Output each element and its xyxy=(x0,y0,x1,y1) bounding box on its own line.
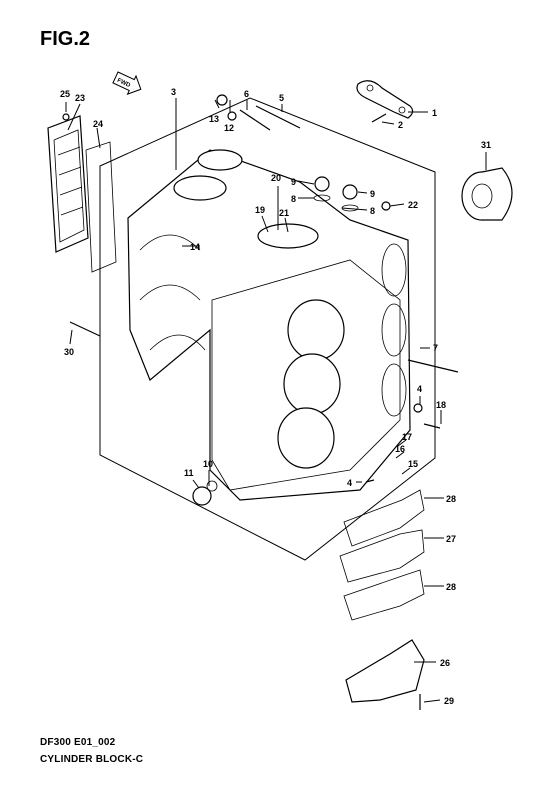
callout-20: 20 xyxy=(271,173,281,183)
callout-10: 10 xyxy=(203,459,213,469)
callout-28b: 28 xyxy=(446,582,456,592)
callout-3: 3 xyxy=(171,87,176,97)
callout-6: 6 xyxy=(244,89,249,99)
callout-1: 1 xyxy=(432,108,437,118)
model-code: DF300 E01_002 xyxy=(40,737,116,748)
cylinder-bore-2 xyxy=(283,353,341,415)
fwd-arrow-icon: FWD xyxy=(112,71,142,95)
callout-29: 29 xyxy=(444,696,454,706)
callout-22: 22 xyxy=(408,200,418,210)
figure-title: FIG.2 xyxy=(40,28,91,50)
callout-21: 21 xyxy=(279,208,289,218)
bolt-7 xyxy=(239,109,271,131)
cylinder-bore-1 xyxy=(287,299,345,361)
callout-8b: 8 xyxy=(370,206,375,216)
callout-14: 14 xyxy=(190,242,200,252)
cylinder-bore-3 xyxy=(277,407,335,469)
callout-31: 31 xyxy=(481,140,491,150)
callout-26: 26 xyxy=(440,658,450,668)
callout-7: 7 xyxy=(433,343,438,353)
callout-15: 15 xyxy=(408,459,418,469)
cover-gasket xyxy=(85,141,117,273)
callout-23: 23 xyxy=(75,93,85,103)
callout-9b: 9 xyxy=(370,189,375,199)
leader-lines xyxy=(65,98,487,703)
long-bolt xyxy=(407,359,459,373)
assembly-frame xyxy=(99,97,436,561)
svg-text:FWD: FWD xyxy=(116,78,132,89)
callout-labels: 1 2 3 4 4 5 6 7 8 8 9 9 10 11 12 13 14 1… xyxy=(60,87,491,706)
side-cover-plate xyxy=(47,113,89,253)
callout-16: 16 xyxy=(395,444,405,454)
assembly-name: CYLINDER BLOCK-C xyxy=(40,754,144,765)
cylinder-block xyxy=(127,149,411,501)
callout-4a: 4 xyxy=(417,384,422,394)
bracket xyxy=(356,80,414,119)
callout-8a: 8 xyxy=(291,194,296,204)
bolt-30 xyxy=(69,321,101,337)
callout-11: 11 xyxy=(184,468,194,478)
callout-17: 17 xyxy=(402,432,412,442)
callout-28a: 28 xyxy=(446,494,456,504)
callout-30: 30 xyxy=(64,347,74,357)
bushing-cylinder xyxy=(461,167,513,221)
callout-18: 18 xyxy=(436,400,446,410)
callout-12: 12 xyxy=(224,123,234,133)
bolt-5 xyxy=(255,105,301,129)
gasket-stack xyxy=(339,489,425,703)
callout-24: 24 xyxy=(93,119,103,129)
callout-9a: 9 xyxy=(291,177,296,187)
callout-13: 13 xyxy=(209,114,219,124)
callout-19: 19 xyxy=(255,205,265,215)
callout-5: 5 xyxy=(279,93,284,103)
callout-27: 27 xyxy=(446,534,456,544)
callout-25: 25 xyxy=(60,89,70,99)
callout-2: 2 xyxy=(398,120,403,130)
callout-4b: 4 xyxy=(347,478,352,488)
